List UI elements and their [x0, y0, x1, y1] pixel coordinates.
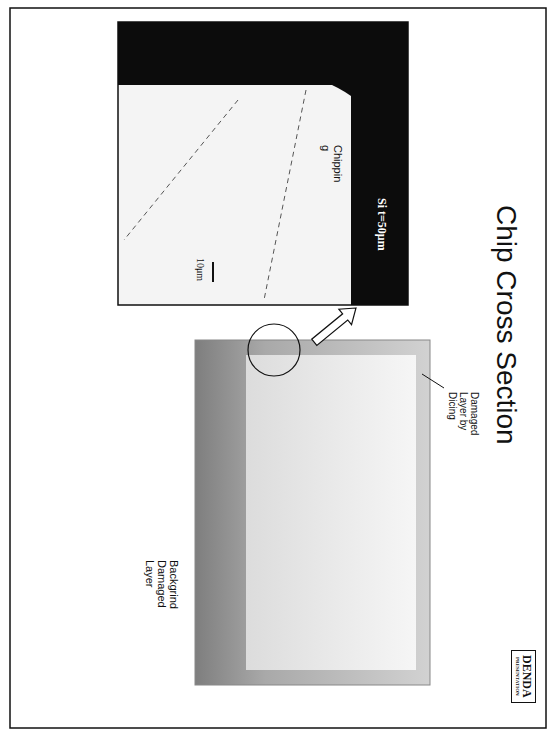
- thickness-label: Si t=50μm: [375, 198, 388, 251]
- callout-label: Backgrind Damaged Layer: [144, 560, 180, 609]
- callout-label: Damaged Layer by Dicing: [447, 392, 480, 435]
- pointer-arrow: [308, 300, 362, 350]
- scale-label: 10μm: [195, 258, 206, 281]
- slide-title: Chip Cross Section: [490, 205, 522, 445]
- logo-subword: PRESENTATION: [514, 655, 520, 698]
- logo-box: DENDAPRESENTATION: [511, 650, 536, 703]
- slide-frame: [10, 8, 546, 728]
- chip-section: [195, 324, 444, 685]
- sem-photo: [118, 22, 408, 305]
- logo-word: DENDA: [520, 655, 533, 698]
- callout-label: Chippin g: [320, 145, 344, 182]
